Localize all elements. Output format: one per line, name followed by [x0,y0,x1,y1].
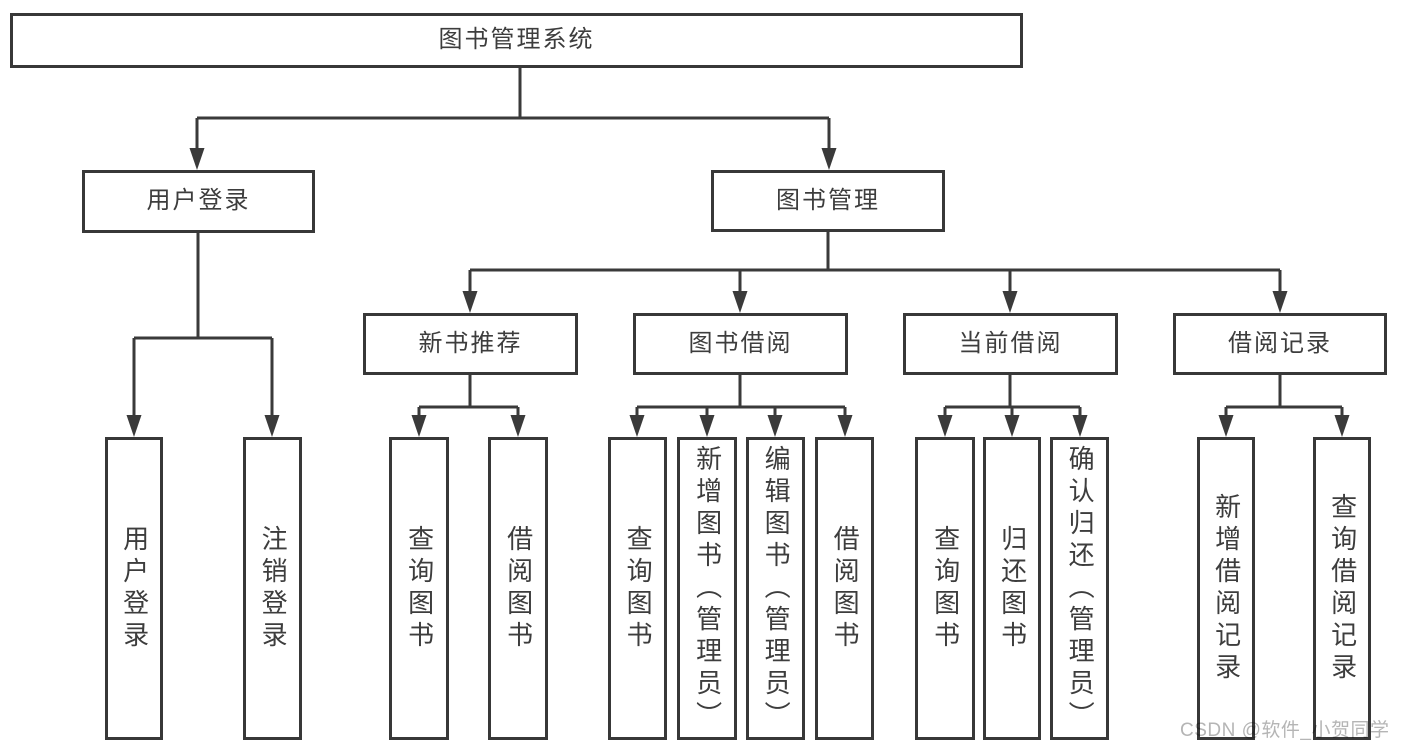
arrowhead [510,415,526,437]
leaf-current-query-books: 查询图书 [915,437,975,740]
arrowhead [1334,415,1350,437]
arrowhead [699,415,715,437]
arrowhead [837,415,853,437]
csdn-watermark: CSDN @软件_小贺同学 [1180,720,1390,741]
connector-borrowing-records [1224,375,1344,417]
leaf-records-add-record: 新增借阅记录 [1197,437,1255,740]
node-book-borrowing: 图书借阅 [633,313,848,375]
arrowhead [462,291,478,313]
connector-current-borrowing [943,375,1082,417]
connector-book-borrowing [635,375,847,417]
leaf-newbook-borrow-books: 借阅图书 [488,437,548,740]
arrowhead [189,148,205,170]
arrowhead [126,415,142,437]
leaf-user-login: 用户登录 [105,437,163,740]
node-borrowing-records: 借阅记录 [1173,313,1387,375]
arrowhead [1002,291,1018,313]
arrowhead [629,415,645,437]
leaf-current-confirm-return-admin: 确认归还（管理员） [1050,437,1109,740]
arrowhead [1272,291,1288,313]
connector-new-book [417,375,520,417]
arrowheads [126,148,1350,437]
connector-root [195,68,831,152]
leaf-current-return-books: 归还图书 [983,437,1041,740]
leaf-borrowing-query-books: 查询图书 [608,437,667,740]
arrowhead [1218,415,1234,437]
connector-user-login [132,233,274,417]
arrowhead [1072,415,1088,437]
leaf-borrowing-edit-books-admin: 编辑图书（管理员） [746,437,805,740]
node-book-management: 图书管理 [711,170,945,232]
arrowhead [264,415,280,437]
arrowhead [767,415,783,437]
leaf-borrowing-add-books-admin: 新增图书（管理员） [677,437,737,740]
arrowhead [732,291,748,313]
leaf-borrowing-borrow-books: 借阅图书 [815,437,874,740]
arrowhead [411,415,427,437]
node-current-borrowing: 当前借阅 [903,313,1118,375]
leaf-newbook-query-books: 查询图书 [389,437,449,740]
arrowhead [1004,415,1020,437]
node-root-system: 图书管理系统 [10,13,1023,68]
leaf-logout: 注销登录 [243,437,302,740]
arrowhead [937,415,953,437]
connector-book-management [468,232,1282,293]
node-user-login: 用户登录 [82,170,315,233]
leaf-records-query-record: 查询借阅记录 [1313,437,1371,740]
arrowhead [821,148,837,170]
node-new-book-recommend: 新书推荐 [363,313,578,375]
